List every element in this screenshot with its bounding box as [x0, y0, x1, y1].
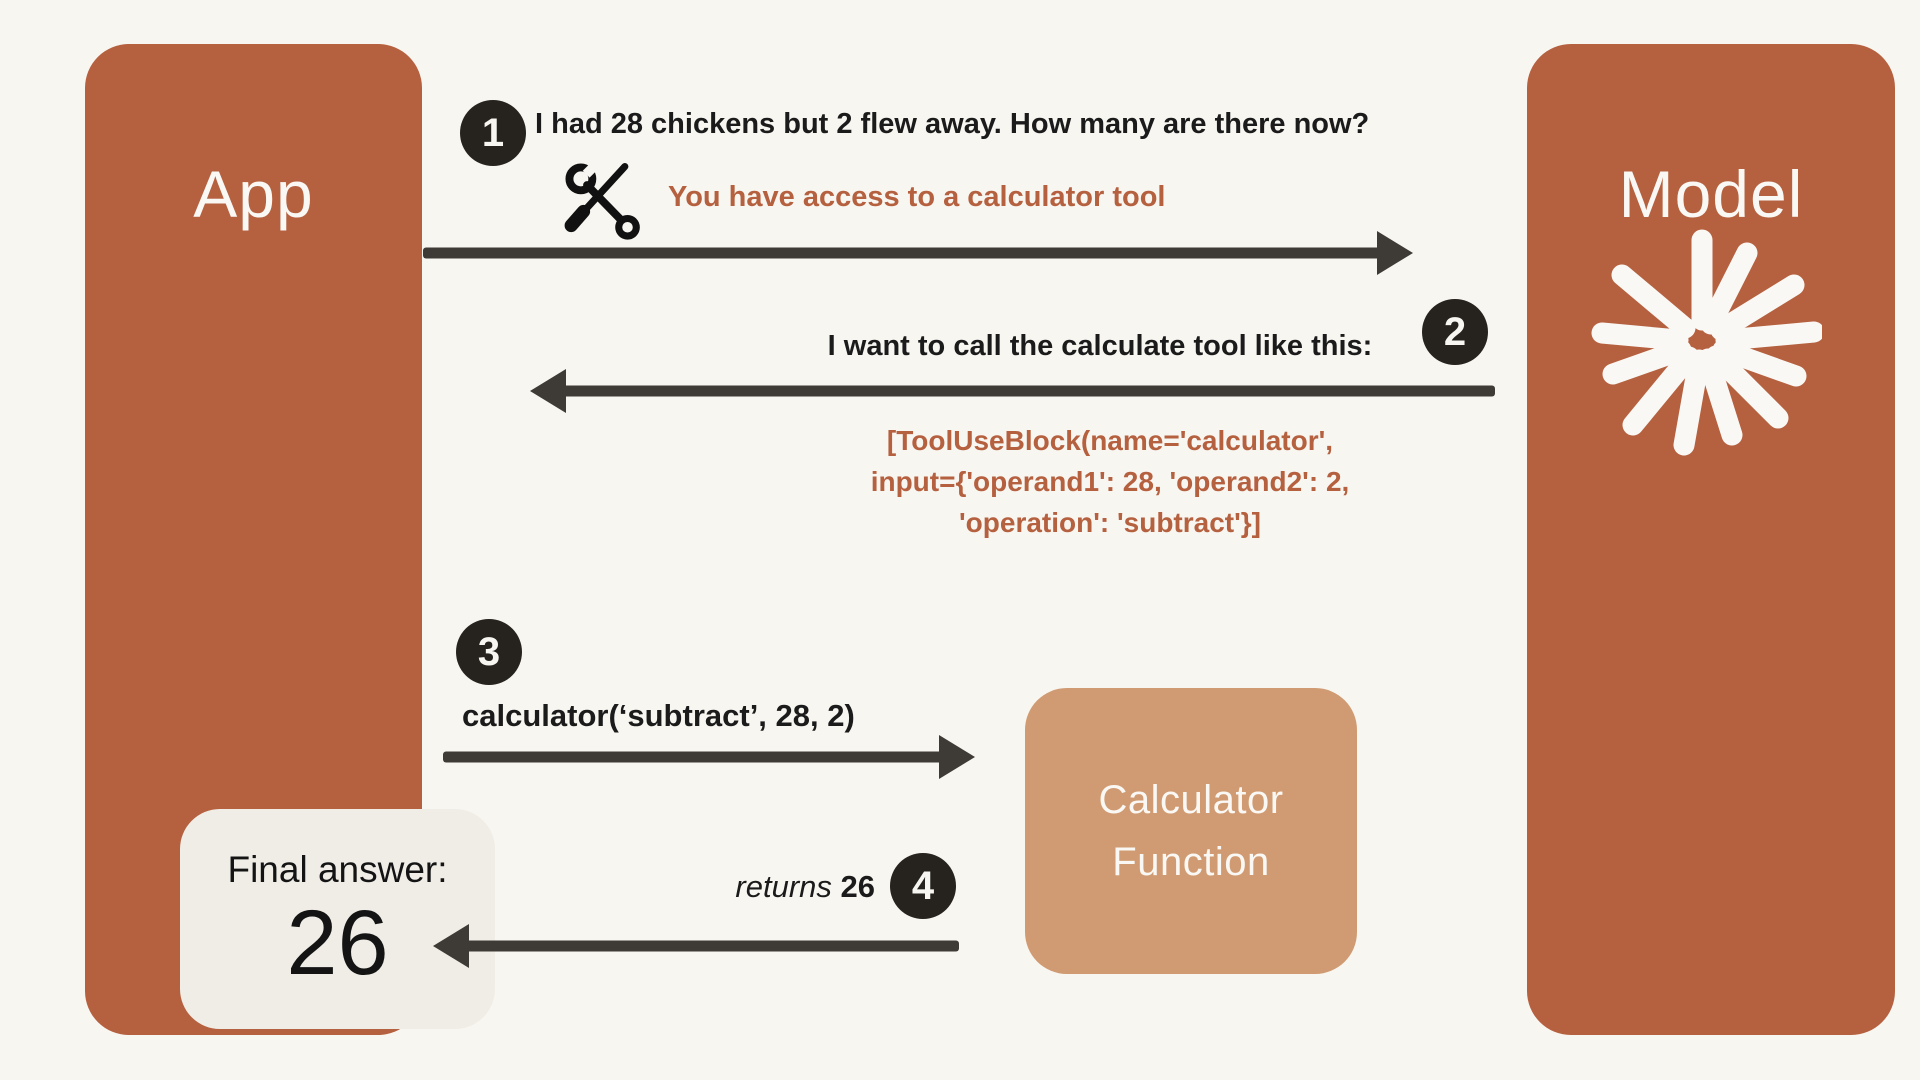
app-column: App Final answer: 26: [85, 44, 495, 1035]
step-1-message: I had 28 chickens but 2 flew away. How m…: [535, 108, 1370, 140]
calculator-box-line2: Function: [1112, 840, 1270, 884]
arrow-shaft: [423, 247, 1387, 259]
step-4-message: returns 26: [600, 869, 875, 905]
step-2-badge: 2: [1422, 299, 1488, 365]
final-answer-value: 26: [286, 892, 389, 994]
arrow-shaft: [443, 751, 949, 763]
arrow-head-right-icon: [939, 735, 975, 779]
arrow-calculator-to-app: [433, 924, 959, 968]
code-line: [ToolUseBlock(name='calculator',: [886, 425, 1334, 456]
returns-label: returns: [735, 869, 832, 904]
arrow-app-to-model: [423, 231, 1413, 275]
tool-use-code-block: [ToolUseBlock(name='calculator', input={…: [850, 420, 1370, 543]
step-3-message: calculator(‘subtract’, 28, 2): [462, 698, 855, 733]
arrow-model-to-app: [530, 369, 1495, 413]
arrow-shaft: [459, 940, 959, 952]
final-answer-label: Final answer:: [227, 849, 448, 890]
system-note: You have access to a calculator tool: [668, 181, 1166, 213]
arrow-head-left-icon: [530, 369, 566, 413]
arrow-app-to-calculator: [443, 735, 975, 779]
step-4-badge: 4: [890, 853, 956, 919]
code-line: 'operation': 'subtract'}]: [959, 507, 1261, 538]
model-column: Model: [1527, 44, 1895, 1035]
arrow-head-right-icon: [1377, 231, 1413, 275]
code-line: input={'operand1': 28, 'operand2': 2,: [870, 466, 1350, 497]
returns-value: 26: [840, 869, 875, 904]
step-3-badge: 3: [456, 619, 522, 685]
tools-icon: [564, 157, 640, 240]
calculator-function-box: Calculator Function: [1025, 688, 1357, 974]
calculator-box-line1: Calculator: [1098, 778, 1284, 822]
step-1-badge: 1: [460, 100, 526, 166]
starburst-icon: [1591, 229, 1822, 456]
final-answer-box: Final answer: 26: [180, 809, 495, 1029]
arrow-shaft: [556, 385, 1495, 397]
model-title: Model: [1618, 157, 1804, 231]
app-title: App: [193, 157, 314, 231]
step-2-message: I want to call the calculate tool like t…: [827, 330, 1373, 362]
arrow-head-left-icon: [433, 924, 469, 968]
